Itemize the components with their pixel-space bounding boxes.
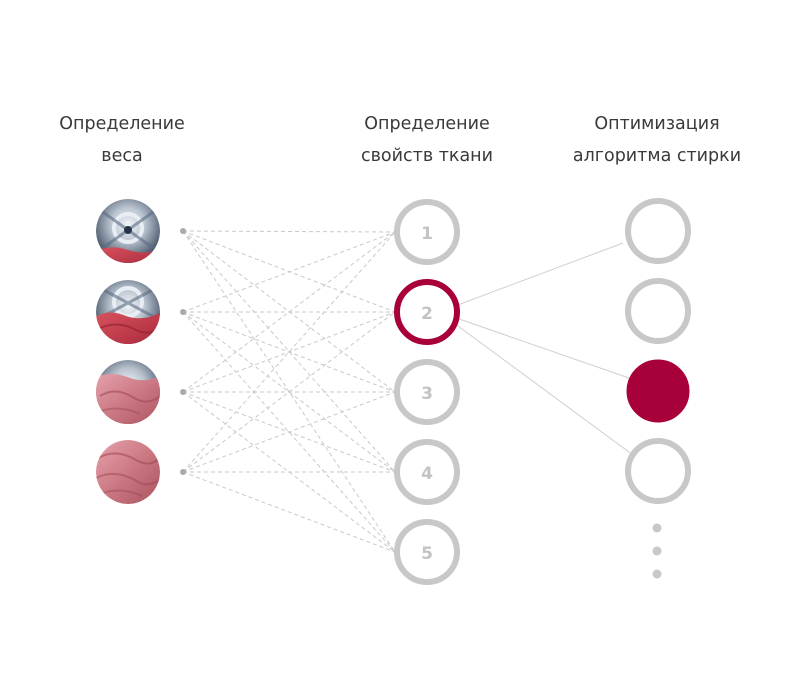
fabric-node-ring: [394, 519, 460, 585]
connection-weight-4-to-fabric-1: [182, 231, 396, 473]
weight-dot-2: [180, 309, 186, 315]
fabric-node-ring: [394, 199, 460, 265]
fabric-node-label: 3: [421, 384, 433, 404]
column-title-fabric-line2: свойств ткани: [360, 146, 493, 166]
connection-weight-4-to-fabric-3: [182, 391, 396, 473]
fabric-node-label: 1: [421, 224, 433, 244]
more-algorithms-ellipsis: [652, 523, 662, 579]
fabric-node-label: 4: [421, 464, 433, 484]
column-title-algorithm: Оптимизация алгоритма стирки: [537, 108, 777, 172]
column-title-weight-line1: Определение: [59, 114, 185, 134]
column-title-weight: Определение веса: [2, 108, 242, 172]
column-title-weight-line2: веса: [101, 146, 143, 166]
connection-weight-3-to-fabric-2: [182, 311, 396, 393]
connection-fabric-to-algorithm-2: [438, 311, 630, 379]
fabric-node-label: 5: [421, 544, 433, 564]
connection-weight-3-to-fabric-5: [182, 391, 396, 553]
ellipsis-dot-2: [652, 546, 662, 556]
connection-fabric-to-algorithm-3: [438, 311, 634, 456]
connection-weight-2-to-fabric-1: [182, 231, 396, 313]
algorithm-node-4: [625, 438, 691, 504]
ellipsis-dot-1: [652, 523, 662, 533]
fabric-to-algorithm-connections: [438, 242, 634, 456]
connection-fabric-to-algorithm-1: [438, 242, 624, 313]
weight-dot-4: [180, 469, 186, 475]
fabric-node-ring: [394, 439, 460, 505]
ellipsis-dot-3: [652, 569, 662, 579]
drum-image-2: [96, 280, 160, 344]
drum-image-4: [96, 440, 160, 504]
connection-weight-2-to-fabric-4: [182, 311, 396, 473]
algorithm-node-2: [625, 278, 691, 344]
weight-dot-3: [180, 389, 186, 395]
connection-weight-4-to-fabric-5: [182, 471, 396, 553]
weight-dot-1: [180, 228, 186, 234]
algorithm-nodes: [625, 198, 691, 504]
column-title-fabric-line1: Определение: [364, 114, 490, 134]
fabric-node-2: 2: [394, 279, 460, 345]
connection-weight-1-to-fabric-4: [182, 230, 396, 473]
connection-weight-2-to-fabric-5: [182, 311, 396, 553]
column-title-algorithm-line1: Оптимизация: [594, 114, 720, 134]
fabric-node-3: 3: [394, 359, 460, 425]
drum-image-3: [96, 360, 160, 424]
fabric-property-nodes: 1 2 3 4 5: [394, 199, 460, 585]
algorithm-node-3: [626, 359, 690, 423]
connection-weight-4-to-fabric-2: [182, 311, 396, 473]
weight-to-fabric-connections: [182, 230, 396, 553]
fabric-node-label: 2: [421, 304, 433, 324]
fabric-node-5: 5: [394, 519, 460, 585]
fabric-node-4: 4: [394, 439, 460, 505]
column-title-fabric: Определение свойств ткани: [307, 108, 547, 172]
connection-weight-3-to-fabric-1: [182, 231, 396, 393]
drum-image-1: [96, 199, 160, 263]
weight-connector-dots: [180, 228, 186, 475]
connection-weight-1-to-fabric-1: [182, 230, 396, 233]
fabric-node-ring: [394, 279, 460, 345]
algorithm-node-1: [625, 198, 691, 264]
fabric-node-ring: [394, 359, 460, 425]
fabric-node-1: 1: [394, 199, 460, 265]
column-title-algorithm-line2: алгоритма стирки: [572, 146, 742, 166]
